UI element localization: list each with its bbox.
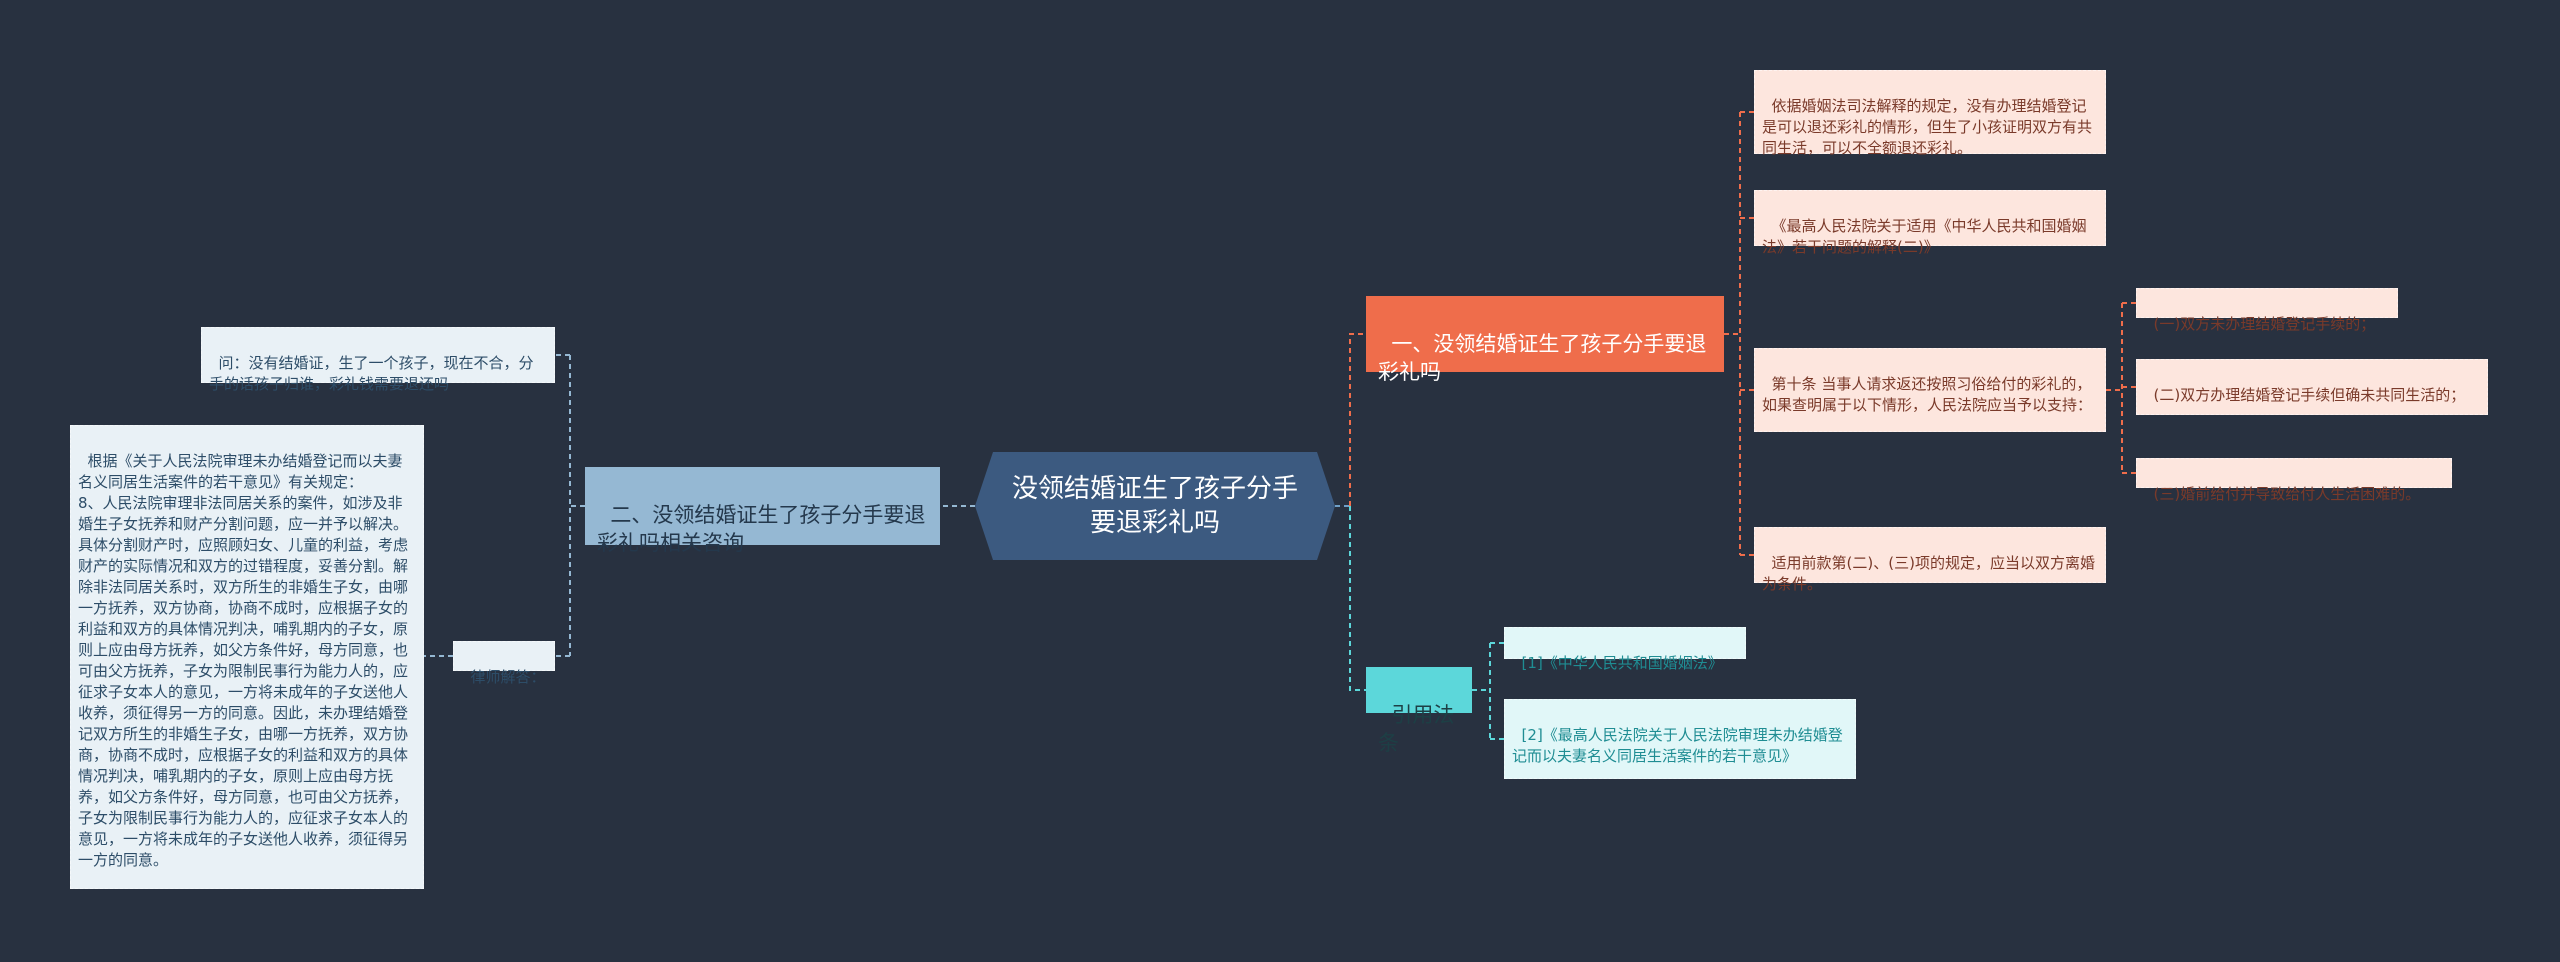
- lawyer-answer-text: 根据《关于人民法院审理未办结婚登记而以夫妻名义同居生活案件的若干意见》有关规定：…: [78, 452, 409, 869]
- note-interpretation[interactable]: 依据婚姻法司法解释的规定，没有办理结婚登记是可以退还彩礼的情形，但生了小孩证明双…: [1754, 70, 2106, 157]
- law-item-court-opinion-text: [2]《最高人民法院关于人民法院审理未办结婚登记而以夫妻名义同居生活案件的若干意…: [1512, 726, 1843, 765]
- note-judicial-interpretation-text: 《最高人民法院关于适用《中华人民共和国婚姻法》若干问题的解释(二)》: [1762, 217, 2087, 256]
- sub-item-hardship[interactable]: (三)婚前给付并导致给付人生活困难的。: [2136, 458, 2452, 503]
- branch-cited-laws[interactable]: 引用法条: [1366, 667, 1472, 755]
- sub-item-not-cohabited-text: (二)双方办理结婚登记手续但确未共同生活的；: [2153, 386, 2466, 404]
- consultation-question[interactable]: 问：没有结婚证，生了一个孩子，现在不合，分手的话孩子归谁，彩礼钱需要退还吗: [201, 327, 555, 393]
- note-divorce-condition-text: 适用前款第(二)、(三)项的规定，应当以双方离婚为条件。: [1762, 554, 2095, 593]
- law-item-court-opinion[interactable]: [2]《最高人民法院关于人民法院审理未办结婚登记而以夫妻名义同居生活案件的若干意…: [1504, 699, 1856, 779]
- branch-cited-laws-label: 引用法条: [1378, 703, 1455, 755]
- sub-item-hardship-text: (三)婚前给付并导致给付人生活困难的。: [2153, 485, 2421, 503]
- note-article-10[interactable]: 第十条 当事人请求返还按照习俗给付的彩礼的，如果查明属于以下情形，人民法院应当予…: [1754, 348, 2106, 432]
- note-article-10-text: 第十条 当事人请求返还按照习俗给付的彩礼的，如果查明属于以下情形，人民法院应当予…: [1762, 375, 2093, 414]
- link-right-trunk-lower: [1349, 506, 1366, 691]
- law-item-marriage-law-text: [1]《中华人民共和国婚姻法》: [1521, 654, 1723, 672]
- branch-related-consultation[interactable]: 二、没领结婚证生了孩子分手要退彩礼吗相关咨询: [585, 467, 940, 555]
- lawyer-answer-label[interactable]: 律师解答：: [453, 641, 555, 686]
- sub-item-unregistered[interactable]: (一)双方未办理结婚登记手续的；: [2136, 288, 2398, 333]
- note-judicial-interpretation-title[interactable]: 《最高人民法院关于适用《中华人民共和国婚姻法》若干问题的解释(二)》: [1754, 190, 2106, 256]
- lawyer-answer-label-text: 律师解答：: [470, 668, 546, 686]
- law-item-marriage-law[interactable]: [1]《中华人民共和国婚姻法》: [1504, 627, 1746, 672]
- link-right-trunk-upper: [1349, 333, 1366, 506]
- lawyer-answer-text-box[interactable]: 根据《关于人民法院审理未办结婚登记而以夫妻名义同居生活案件的若干意见》有关规定：…: [70, 425, 424, 889]
- root-topic[interactable]: 没领结婚证生了孩子分手要退彩礼吗: [975, 452, 1335, 560]
- sub-item-not-cohabited[interactable]: (二)双方办理结婚登记手续但确未共同生活的；: [2136, 359, 2488, 415]
- branch-refund-question[interactable]: 一、没领结婚证生了孩子分手要退彩礼吗: [1366, 296, 1724, 384]
- note-divorce-condition[interactable]: 适用前款第(二)、(三)项的规定，应当以双方离婚为条件。: [1754, 527, 2106, 593]
- note-interpretation-text: 依据婚姻法司法解释的规定，没有办理结婚登记是可以退还彩礼的情形，但生了小孩证明双…: [1762, 97, 2093, 157]
- sub-item-unregistered-text: (一)双方未办理结婚登记手续的；: [2153, 315, 2376, 333]
- branch-related-consultation-label: 二、没领结婚证生了孩子分手要退彩礼吗相关咨询: [597, 503, 926, 555]
- root-topic-label: 没领结婚证生了孩子分手要退彩礼吗: [1011, 474, 1298, 538]
- consultation-question-text: 问：没有结婚证，生了一个孩子，现在不合，分手的话孩子归谁，彩礼钱需要退还吗: [209, 354, 534, 393]
- branch-refund-question-label: 一、没领结婚证生了孩子分手要退彩礼吗: [1378, 332, 1707, 384]
